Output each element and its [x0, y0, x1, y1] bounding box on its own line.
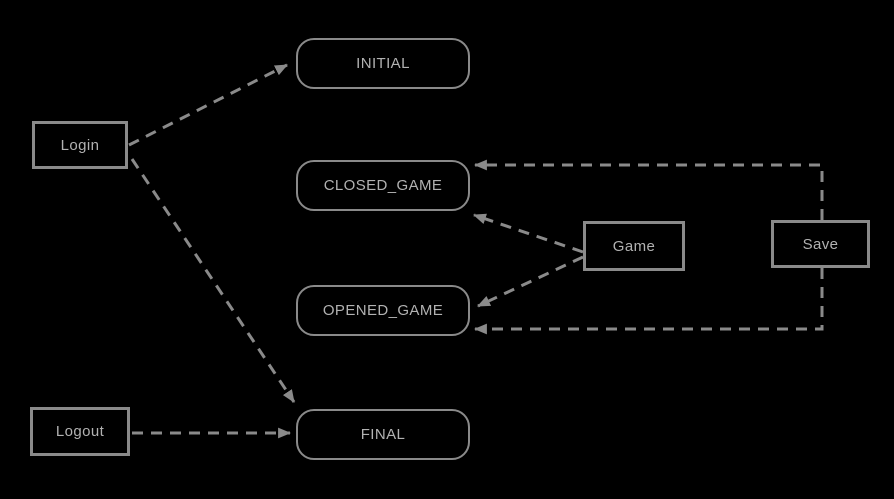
actor-label-login: Login	[60, 136, 100, 154]
actor-node-login: Login	[32, 121, 128, 169]
state-node-initial: INITIAL	[296, 38, 470, 89]
state-label-initial: INITIAL	[356, 55, 410, 72]
actor-label-logout: Logout	[55, 423, 105, 440]
edge-game-to-closed-game	[472, 213, 584, 254]
actor-label-game: Game	[612, 237, 656, 255]
actor-node-save: Save	[771, 220, 870, 268]
edge-game-to-opened-game	[477, 255, 584, 308]
actor-label-save: Save	[802, 235, 839, 253]
edge-login-to-initial	[128, 63, 288, 147]
state-label-closed-game: CLOSED_GAME	[323, 177, 443, 194]
state-label-final: FINAL	[360, 426, 406, 443]
actor-node-logout: Logout	[30, 407, 130, 456]
actor-node-game: Game	[583, 221, 685, 271]
state-node-closed-game: CLOSED_GAME	[296, 160, 470, 211]
state-label-opened-game: OPENED_GAME	[322, 302, 444, 319]
edge-save-to-closed-game	[473, 159, 824, 220]
edge-save-to-opened-game	[473, 268, 824, 335]
edge-login-to-final	[130, 158, 296, 403]
state-node-opened-game: OPENED_GAME	[296, 285, 470, 336]
state-node-final: FINAL	[296, 409, 470, 460]
